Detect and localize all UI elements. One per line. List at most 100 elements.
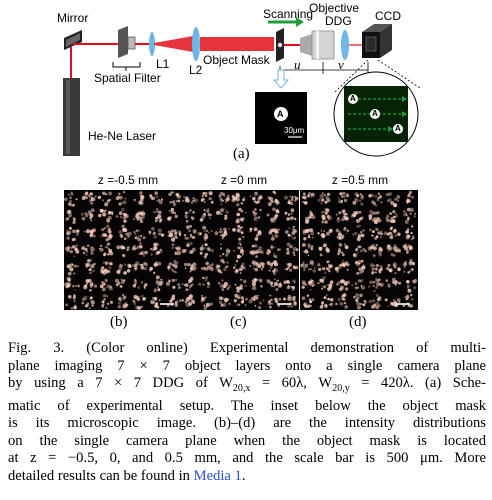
media-1-link[interactable]: Media 1 <box>193 468 242 485</box>
speckle-dot <box>68 202 72 206</box>
speckle-dot <box>159 248 162 251</box>
speckle-dot <box>405 211 408 214</box>
speckle-dot <box>83 295 88 300</box>
speckle-dot <box>156 208 159 211</box>
speckle-dot <box>394 272 397 275</box>
objective-body <box>311 30 335 60</box>
speckle-dot <box>220 212 223 216</box>
speckle-dot <box>326 260 329 264</box>
speckle-dot <box>104 278 108 282</box>
speckle-dot <box>253 216 258 220</box>
speckle-dot <box>160 198 163 201</box>
speckle-dot <box>405 249 409 252</box>
speckle-dot <box>190 201 194 204</box>
speckle-dot <box>88 307 91 310</box>
speckle-dot <box>225 210 229 214</box>
speckle-dot <box>232 249 236 252</box>
speckle-dot <box>226 265 229 268</box>
speckle-dot <box>406 197 409 199</box>
speckle-dot <box>81 216 86 221</box>
speckle-dot <box>379 272 381 274</box>
speckle-dot <box>288 199 291 202</box>
speckle-dot <box>287 213 290 216</box>
speckle-dot <box>89 246 93 250</box>
speckle-dot <box>396 195 401 199</box>
speckle-dot <box>119 245 123 249</box>
spatial-filter-label: Spatial Filter <box>94 71 161 85</box>
speckle-dot <box>288 227 291 229</box>
mask-letter: A <box>277 109 284 119</box>
speckle-dot <box>346 194 349 198</box>
laser-label: He-Ne Laser <box>88 129 157 143</box>
speckle-dot <box>214 231 219 236</box>
speckle-dot <box>203 306 208 310</box>
speckle-dot <box>307 234 310 237</box>
speckle-dot <box>104 246 107 248</box>
speckle-dot <box>222 199 224 202</box>
speckle-dot <box>405 235 410 240</box>
speckle-dot <box>272 200 275 203</box>
speckle-dot <box>134 278 137 282</box>
speckle-dot <box>376 198 380 202</box>
speckle-dot <box>204 296 207 299</box>
speckle-dot <box>293 236 296 239</box>
speckle-dot <box>288 268 293 272</box>
speckle-dot <box>310 192 315 197</box>
speckle-dot <box>169 299 172 303</box>
speckle-dot <box>303 202 305 204</box>
speckle-dot <box>170 191 174 194</box>
speckle-dot <box>368 299 373 304</box>
caption-line-5: is its microscopic image. (b)–(d) are th… <box>8 415 486 432</box>
speckle-dot <box>118 211 123 216</box>
speckle-dot <box>274 234 279 238</box>
speckle-dot <box>294 217 297 221</box>
speckle-dot <box>171 237 176 242</box>
speckle-dot <box>107 236 112 240</box>
speckle-dot <box>360 249 363 252</box>
speckle-dot <box>407 288 412 293</box>
panel-d-image <box>300 190 418 310</box>
speckle-dot <box>68 199 73 204</box>
speckle-dot <box>72 220 76 224</box>
lens-l2 <box>192 27 200 61</box>
speckle-dot <box>201 283 204 286</box>
ddg-element <box>341 30 349 60</box>
speckle-dot <box>183 283 186 286</box>
speckle-dot <box>362 248 365 250</box>
speckle-dot <box>167 216 171 221</box>
speckle-dot <box>215 266 219 271</box>
speckle-dot <box>108 266 112 270</box>
speckle-dot <box>160 278 163 281</box>
speckle-dot <box>157 306 160 309</box>
speckle-dot <box>104 202 109 207</box>
speckle-dot <box>252 197 256 201</box>
speckle-dot <box>134 198 136 201</box>
speckle-dot <box>292 298 296 302</box>
speckle-dot <box>86 262 91 267</box>
speckle-dot <box>369 210 373 214</box>
speckle-dot <box>71 229 76 233</box>
speckle-dot <box>205 234 208 238</box>
speckle-dot <box>207 283 210 286</box>
speckle-dot <box>249 195 252 198</box>
speckle-dot <box>221 237 224 240</box>
l2-label: L2 <box>189 63 203 77</box>
speckle-dot <box>199 218 204 222</box>
speckle-dot <box>103 210 106 213</box>
speckle-dot <box>266 261 271 265</box>
speckle-dot <box>86 196 89 199</box>
speckle-dot <box>157 288 161 292</box>
speckle-dot <box>360 269 365 273</box>
speckle-dot <box>203 304 206 307</box>
speckle-dot <box>85 253 88 256</box>
speckle-dot <box>219 254 222 258</box>
speckle-dot <box>256 219 258 221</box>
speckle-dot <box>341 287 344 290</box>
speckle-dot <box>90 249 93 252</box>
speckle-dot <box>377 249 382 254</box>
speckle-dot <box>372 280 376 284</box>
speckle-dot <box>373 264 376 267</box>
speckle-dot <box>354 192 359 197</box>
speckle-dot <box>205 276 208 279</box>
speckle-dot <box>200 198 204 202</box>
